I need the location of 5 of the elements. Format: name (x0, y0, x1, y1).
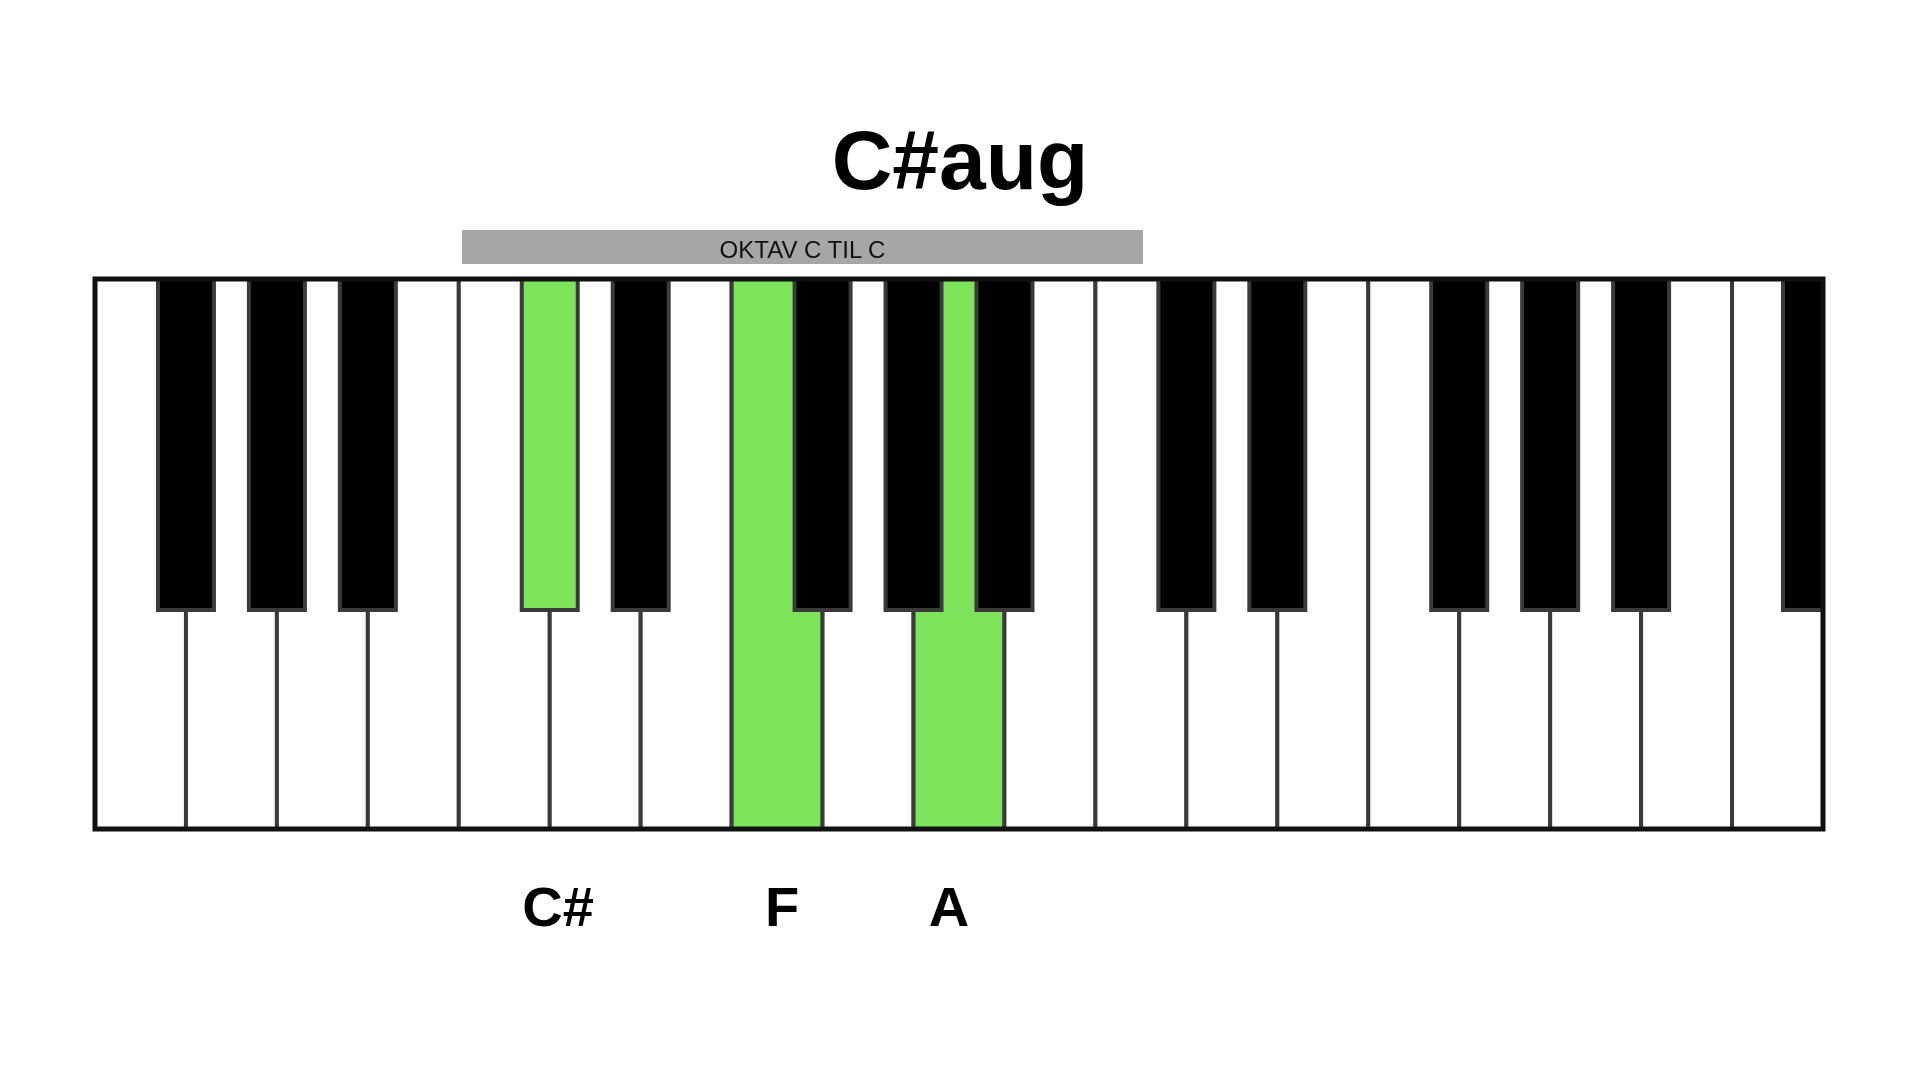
chord-title: C#aug (830, 112, 1090, 208)
note-label: A (927, 875, 971, 939)
octave-range-bar: OKTAV C TIL C (462, 230, 1143, 264)
note-label: F (763, 875, 801, 939)
note-label: C# (521, 875, 595, 939)
